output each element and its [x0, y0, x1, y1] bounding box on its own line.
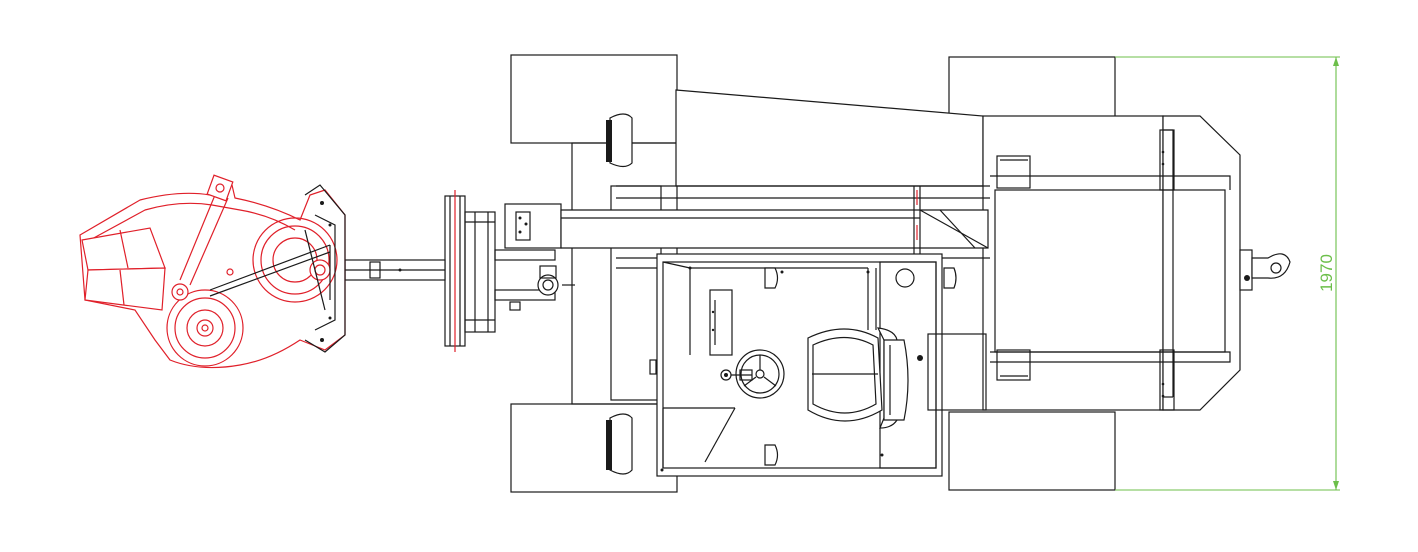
- vehicle-body: [510, 54, 1291, 493]
- dimension-label: 1970: [1317, 254, 1336, 292]
- connector-rod: [344, 259, 446, 281]
- boom-arm: [504, 185, 990, 360]
- mounting-plate: [444, 190, 575, 352]
- cutter-attachment: [79, 174, 346, 369]
- operator-cab: [649, 253, 987, 477]
- front-lamps: [606, 113, 633, 475]
- width-dimension: 1970: [1115, 56, 1340, 491]
